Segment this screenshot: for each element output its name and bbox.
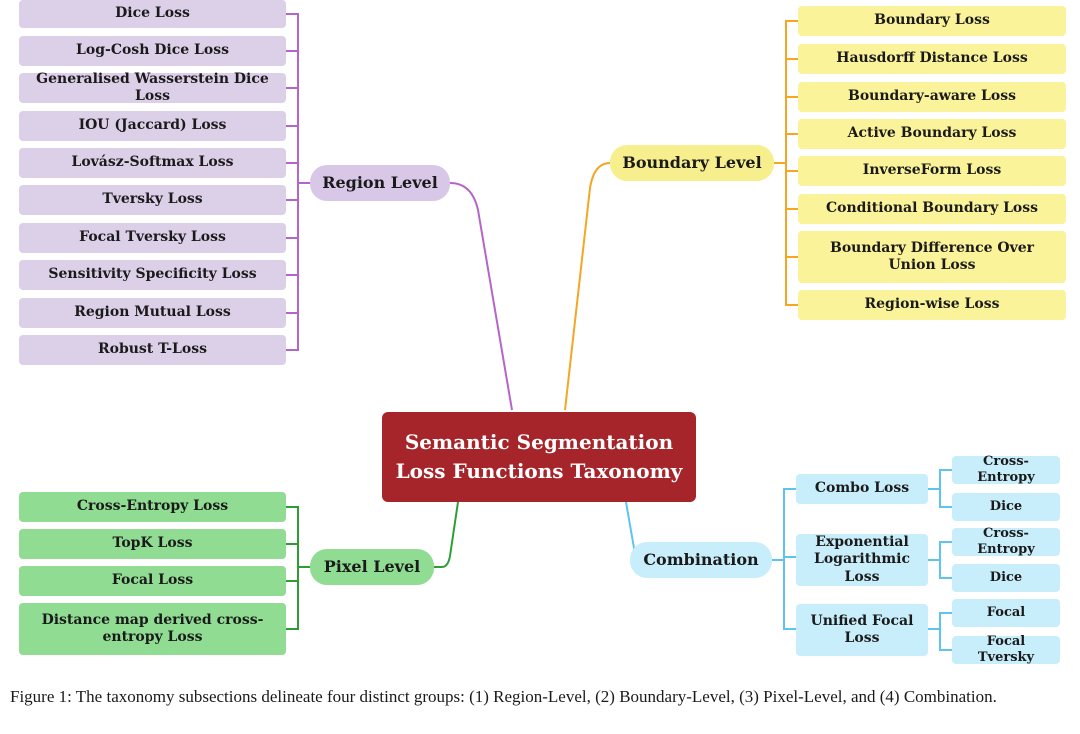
pixel-leaf-focal: Focal Loss — [19, 566, 286, 596]
boundary-leaf-active-boundary: Active Boundary Loss — [798, 119, 1066, 149]
root-title-line-2: Loss Functions Taxonomy — [395, 459, 683, 483]
region-bracket — [286, 13, 299, 351]
figure-caption: Figure 1: The taxonomy subsections delin… — [10, 687, 997, 706]
pixel-root-link — [434, 501, 459, 568]
unified-sub-focal: Focal — [952, 599, 1060, 627]
pixel-leaf-distance-map-cross-entropy: Distance map derived cross-entropy Loss — [19, 603, 286, 655]
combo-sub-bracket — [928, 469, 952, 508]
boundary-leaf-boundary-difference-over-union: Boundary Difference Over Union Loss — [798, 231, 1066, 283]
combination-bracket — [783, 488, 796, 630]
combination-group-exponential-logarithmic-loss: Exponential Logarithmic Loss — [796, 534, 928, 586]
combo-sub-dice: Dice — [952, 493, 1060, 521]
boundary-root-link — [564, 162, 611, 411]
combination-group-combo-loss: Combo Loss — [796, 474, 928, 504]
combination-node: Combination — [630, 542, 772, 578]
root-node: Semantic Segmentation Loss Functions Tax… — [382, 412, 696, 502]
connector-lines — [286, 13, 952, 651]
region-leaf-ticks — [286, 50, 298, 314]
boundary-leaf-ticks — [786, 58, 798, 258]
taxonomy-diagram: Semantic Segmentation Loss Functions Tax… — [19, 0, 1066, 665]
boundary-leaf-conditional-boundary: Conditional Boundary Loss — [798, 194, 1066, 224]
root-title-line-1: Semantic Segmentation — [404, 430, 674, 454]
region-leaf-focal-tversky: Focal Tversky Loss — [19, 223, 286, 253]
pixel-leaf-topk: TopK Loss — [19, 529, 286, 559]
region-leaf-sensitivity-specificity: Sensitivity Specificity Loss — [19, 260, 286, 290]
combination-group-unified-focal-loss: Unified Focal Loss — [796, 604, 928, 656]
pixel-connectors — [286, 501, 459, 630]
boundary-leaf-inverseform: InverseForm Loss — [798, 156, 1066, 186]
pixel-leaf-ticks — [286, 543, 298, 582]
region-leaf-region-mutual: Region Mutual Loss — [19, 298, 286, 328]
boundary-leaf-boundary-aware: Boundary-aware Loss — [798, 82, 1066, 112]
boundary-leaf-hausdorff: Hausdorff Distance Loss — [798, 44, 1066, 74]
region-leaf-dice: Dice Loss — [19, 0, 286, 28]
unified-sub-focal-tversky: Focal Tversky — [952, 634, 1060, 665]
region-leaf-iou: IOU (Jaccard) Loss — [19, 111, 286, 141]
region-leaf-log-cosh-dice: Log-Cosh Dice Loss — [19, 36, 286, 66]
combo-sub-cross-entropy: Cross-Entropy — [952, 454, 1060, 485]
boundary-leaf-region-wise: Region-wise Loss — [798, 290, 1066, 320]
region-level-node: Region Level — [310, 165, 450, 201]
pixel-level-node: Pixel Level — [310, 549, 434, 585]
pixel-bracket — [286, 506, 299, 630]
boundary-leaf-boundary: Boundary Loss — [798, 6, 1066, 36]
explog-sub-dice: Dice — [952, 564, 1060, 592]
boundary-connectors — [564, 20, 798, 411]
explog-sub-cross-entropy: Cross-Entropy — [952, 526, 1060, 557]
boundary-level-node: Boundary Level — [610, 145, 774, 181]
region-leaf-wasserstein-dice: Generalised Wasserstein Dice Loss — [19, 71, 286, 104]
region-leaf-tversky: Tversky Loss — [19, 185, 286, 215]
boundary-bracket — [785, 20, 798, 306]
unified-sub-bracket — [928, 612, 952, 651]
region-connectors — [286, 13, 513, 411]
pixel-leaf-cross-entropy: Cross-Entropy Loss — [19, 492, 286, 522]
region-leaf-robust-t: Robust T-Loss — [19, 335, 286, 365]
region-root-link — [449, 182, 513, 411]
region-leaf-lovasz: Lovász-Softmax Loss — [19, 148, 286, 178]
explog-sub-bracket — [928, 541, 952, 579]
